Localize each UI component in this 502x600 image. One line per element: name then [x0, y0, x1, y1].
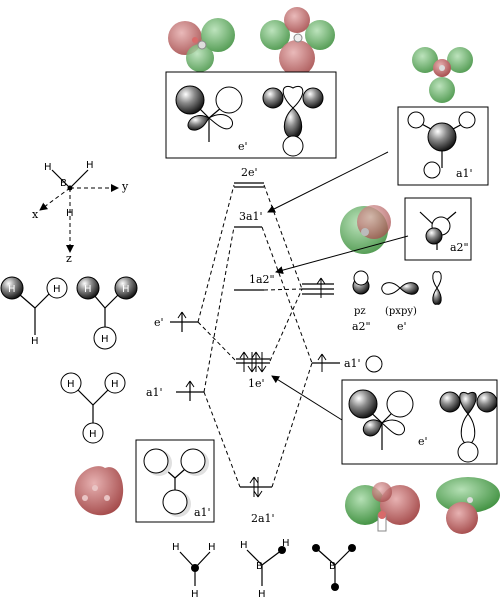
- axis-z-label: z: [66, 252, 72, 265]
- h-salc-e-prime-1: H H H: [0, 276, 68, 347]
- box-right-low-e-prime: e': [341, 379, 498, 465]
- box-right-mid-label: a2": [450, 241, 469, 254]
- struct-b: B: [329, 561, 336, 572]
- box-top-e-prime: e': [165, 71, 337, 159]
- h-salc-a1-prime: H H H: [60, 372, 126, 444]
- h-salc-e-prime-2: H H H: [76, 276, 138, 350]
- h-label: H: [84, 284, 92, 295]
- box-right-low-label: e': [418, 435, 428, 448]
- label-1a2-dprime: 1a2": [249, 273, 275, 286]
- b-pxpy-label: (pxpy): [385, 306, 417, 317]
- struct-h: H: [208, 542, 216, 553]
- b-p-orbital-sketches: pz (pxpy) a2" e': [352, 270, 442, 333]
- h-lobe-dark-2: [262, 87, 284, 109]
- rendered-orbital-bottom-mid: [345, 482, 420, 532]
- h-e-prime-label: e': [154, 316, 164, 329]
- mo-levels: 2e' 3a1' 1a2" 1e' 2a1': [234, 166, 275, 525]
- bh3-structure-1: H H H: [172, 542, 216, 600]
- axis-y-label: y: [121, 180, 129, 193]
- h-label: H: [53, 284, 61, 295]
- rendered-orbital-a2-sphere: [340, 205, 391, 254]
- rendered-orbital-top-left: [168, 18, 235, 72]
- h-lobe-white: [215, 86, 243, 114]
- struct-h: H: [282, 538, 290, 549]
- h-label: H: [111, 379, 119, 390]
- h-label: H: [67, 379, 75, 390]
- b-e-prime-label: e': [397, 320, 407, 333]
- b-a1-prime-label: a1': [344, 357, 361, 370]
- h-label: H: [89, 429, 97, 440]
- rendered-orbital-bottom-right: [436, 477, 500, 534]
- struct-h: H: [258, 589, 266, 600]
- b-pz-label: pz: [354, 306, 366, 317]
- rendered-orbital-far-right: [412, 47, 473, 103]
- h-lobe-dark-3: [302, 87, 324, 109]
- axis-b: B: [60, 178, 67, 189]
- bh3-structure-3: B: [312, 544, 356, 591]
- label-2e-prime: 2e': [241, 166, 258, 179]
- h-level-a1-prime: a1': [146, 380, 204, 401]
- p-lobe-white-2: [282, 86, 304, 109]
- correlation-lines: [197, 184, 313, 488]
- h-lobe-dark: [175, 85, 205, 115]
- h-a1-prime-label: a1': [146, 386, 163, 399]
- b-level-s: a1': [312, 353, 383, 373]
- h-label: H: [8, 284, 16, 295]
- box-right-a2-dprime: a2": [404, 197, 472, 261]
- h-label: H: [31, 336, 39, 347]
- rendered-orbital-bottom-left: [74, 466, 124, 516]
- box-right-a1-prime: a1': [397, 106, 489, 186]
- p-lobe-dark: [187, 115, 210, 131]
- axis-h3: H: [66, 208, 74, 219]
- h-label: H: [101, 334, 109, 345]
- label-1e-prime: 1e': [248, 377, 265, 390]
- axis-h2: H: [86, 160, 94, 171]
- h-lobe-white-2: [282, 135, 304, 157]
- coordinate-axes: H H H B y x z: [32, 160, 129, 265]
- box-right-top-label: a1': [456, 167, 473, 180]
- box-bottom-left-label: a1': [194, 506, 211, 519]
- bh3-structure-2: H B H H: [240, 538, 290, 600]
- label-2a1-prime: 2a1': [251, 512, 275, 525]
- box-bottom-left-a1-prime: a1': [135, 439, 215, 523]
- struct-b: B: [256, 561, 263, 572]
- b-level-p: [302, 277, 334, 298]
- h-level-e-prime: e': [154, 311, 198, 332]
- struct-h: H: [191, 589, 199, 600]
- h-label: H: [122, 284, 130, 295]
- struct-h: H: [172, 542, 180, 553]
- axis-h1: H: [44, 162, 52, 173]
- b-a2-dprime-label: a2": [352, 320, 371, 333]
- rendered-orbital-top-right: [260, 7, 335, 76]
- label-3a1-prime: 3a1': [239, 210, 263, 223]
- box-top-label: e': [238, 140, 248, 153]
- pointer-arrows: [267, 151, 409, 421]
- axis-x-label: x: [32, 208, 39, 221]
- p-lobe-white: [208, 114, 233, 130]
- struct-h: H: [240, 540, 248, 551]
